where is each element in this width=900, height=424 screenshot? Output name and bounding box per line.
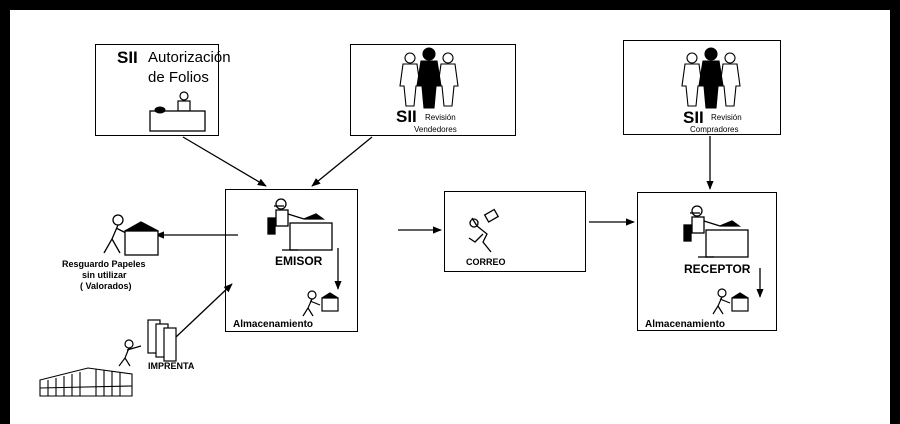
emisor-storage-label: Almacenamiento [233,319,314,330]
worker-with-box-icon [103,214,159,256]
worker-at-desk-icon [267,198,333,251]
clerk-desk-icon [149,91,206,132]
sii-autorizacion-line1: Autorización [148,49,231,66]
sii-compradores-revision: Revisión [711,113,742,122]
people-group-icon [399,47,459,109]
sii-autorizacion-line2: de Folios [148,69,209,86]
resguardo-line1: Resguardo Papeles [62,259,146,269]
imprenta-label: IMPRENTA [148,361,195,371]
emisor-label: EMISOR [275,254,323,268]
arrow-autorizacion-to-emisor [182,136,267,187]
worker-at-desk-icon [683,205,749,258]
flow-arrows [155,136,764,338]
receptor-box [637,192,777,331]
sii-autorizacion-sii: SII [117,48,138,67]
printing-factory-icon [39,367,133,397]
courier-running-icon [468,208,500,253]
correo-box [444,191,586,272]
resguardo-line3: ( Valorados) [80,281,132,291]
receptor-storage-label: Almacenamiento [645,319,726,330]
worker-with-box-icon [712,288,749,315]
worker-with-papers-icon [118,319,177,367]
sii-vendedores-revision: Revisión [425,113,456,122]
arrow-vendedores-to-emisor [311,136,373,187]
resguardo-line2: sin utilizar [82,270,127,280]
sii-vendedores-sii: SII [396,107,417,126]
sii-vendedores-sub: Vendedores [414,125,457,134]
correo-label: CORREO [466,257,506,267]
arrow-imprenta-to-emisor [175,283,233,338]
sii-compradores-sub: Compradores [690,125,739,134]
receptor-label: RECEPTOR [684,262,751,276]
sii-compradores-sii: SII [683,108,704,127]
worker-with-box-icon [302,290,339,317]
people-group-icon [681,47,741,109]
sii-compradores-box [623,40,781,135]
